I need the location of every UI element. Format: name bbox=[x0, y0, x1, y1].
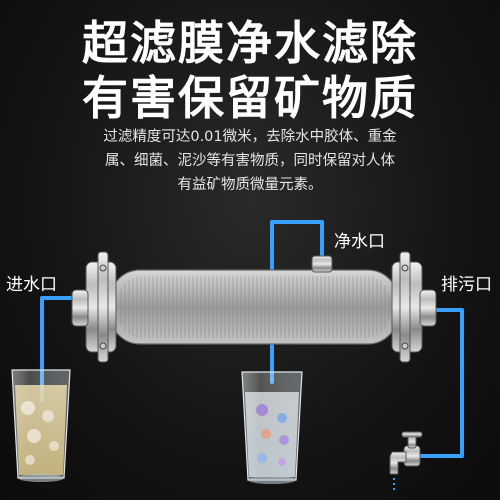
description-line-2: 属、细菌、泥沙等有害物质，同时保留对人体 bbox=[105, 153, 395, 169]
description-line-3: 有益矿物质微量元素。 bbox=[177, 177, 323, 193]
drain-pipe bbox=[416, 308, 464, 458]
water-glass-dirty-icon bbox=[11, 369, 71, 482]
clean-outlet-label: 净水口 bbox=[334, 232, 385, 252]
water-filter-housing-icon bbox=[71, 251, 437, 363]
drain-outlet-label: 排污口 bbox=[441, 275, 492, 295]
water-glass-clean-icon bbox=[241, 371, 303, 484]
description-line-1: 过滤精度可达0.01微米，去除水中胶体、重金 bbox=[103, 129, 397, 145]
faucet-icon bbox=[389, 431, 423, 490]
headline-line-1: 超滤膜净水滤除 bbox=[82, 16, 418, 70]
headline-line-2: 有害保留矿物质 bbox=[82, 71, 418, 125]
inlet-pipe bbox=[40, 296, 80, 402]
inlet-label: 进水口 bbox=[6, 275, 57, 295]
